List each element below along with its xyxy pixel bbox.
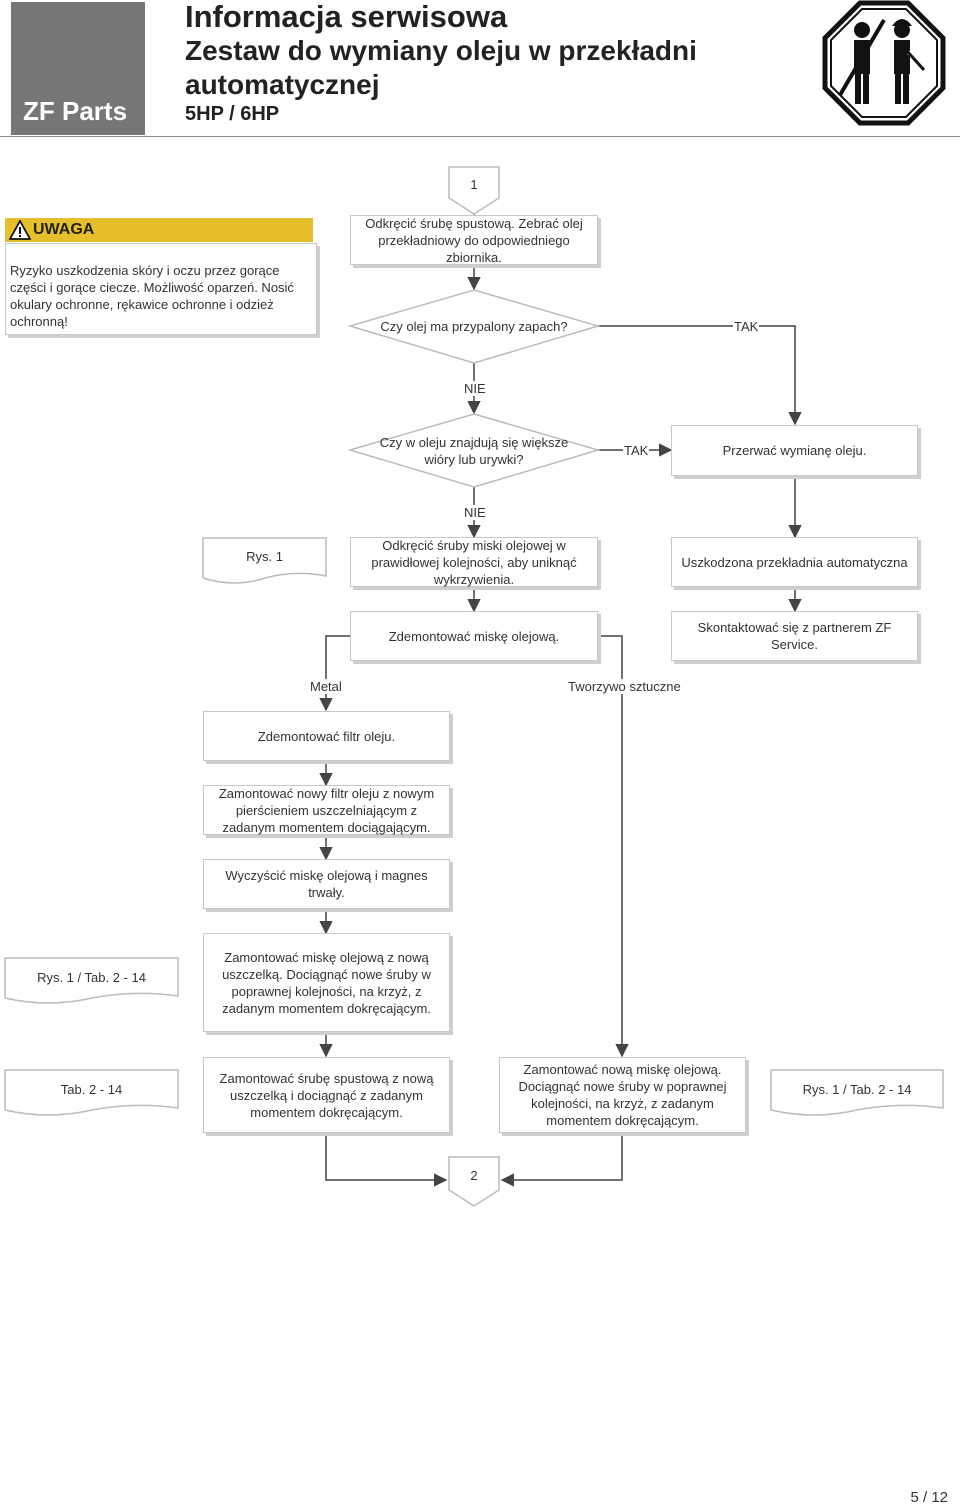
ref-tab-2-14: Tab. 2 - 14	[60, 1082, 123, 1097]
step-install-new-pan: Zamontować nową miskę olejową. Dociągnąć…	[499, 1057, 746, 1133]
mechanic-warning-sign-icon	[822, 0, 946, 126]
stop-oil-change: Przerwać wymianę oleju.	[671, 425, 918, 476]
contact-zf-service: Skontaktować się z partnerem ZF Service.	[671, 611, 918, 661]
warning-label: UWAGA	[33, 221, 95, 238]
label-metal: Metal	[309, 679, 343, 694]
step-clean-pan: Wyczyścić miskę olejową i magnes trwały.	[203, 859, 450, 909]
label-plastic: Tworzywo sztuczne	[567, 679, 682, 694]
step-unscrew-pan: Odkręcić śruby miski olejowej w prawidło…	[350, 537, 598, 587]
zf-parts-logo: ZF Parts	[11, 2, 145, 135]
step-install-drain-plug: Zamontować śrubę spustową z nową uszczel…	[203, 1057, 450, 1133]
ref-fig-1-tab-2-14-b: Rys. 1 / Tab. 2 - 14	[802, 1082, 912, 1097]
step-drain-oil: Odkręcić śrubę spustową. Zebrać olej prz…	[350, 215, 598, 265]
label-yes-1: TAK	[733, 319, 760, 334]
page-number: 5 / 12	[910, 1489, 948, 1506]
header-divider	[0, 136, 960, 137]
start-connector: 1	[470, 177, 478, 192]
label-no-1: NIE	[463, 381, 487, 396]
warning-triangle-icon	[9, 220, 31, 240]
model-label: 5HP / 6HP	[185, 103, 280, 125]
step-remove-filter: Zdemontować filtr oleju.	[203, 711, 450, 761]
logo-text: ZF Parts	[23, 96, 128, 126]
ref-fig-1: Rys. 1	[246, 549, 283, 564]
page-title: Informacja serwisowa	[185, 0, 508, 34]
end-connector: 2	[470, 1168, 478, 1183]
step-remove-pan: Zdemontować miskę olejową.	[350, 611, 598, 661]
warning-text: Ryzyko uszkodzenia skóry i oczu przez go…	[5, 243, 317, 335]
decision-chips: Czy w oleju znajdują się większe wióry l…	[379, 435, 569, 467]
step-install-filter: Zamontować nowy filtr oleju z nowym pier…	[203, 785, 450, 835]
step-install-pan-metal: Zamontować miskę olejową z nową uszczelk…	[203, 933, 450, 1032]
warning-header: UWAGA	[5, 218, 313, 242]
page-subtitle: Zestaw do wymiany oleju w przekładni aut…	[185, 35, 697, 100]
decision-burnt-smell: Czy olej ma przypalony zapach?	[380, 319, 568, 334]
damaged-transmission: Uszkodzona przekładnia automatyczna	[671, 537, 918, 587]
label-no-2: NIE	[463, 505, 487, 520]
ref-fig-1-tab-2-14-a: Rys. 1 / Tab. 2 - 14	[37, 970, 146, 985]
label-yes-2: TAK	[623, 443, 650, 458]
